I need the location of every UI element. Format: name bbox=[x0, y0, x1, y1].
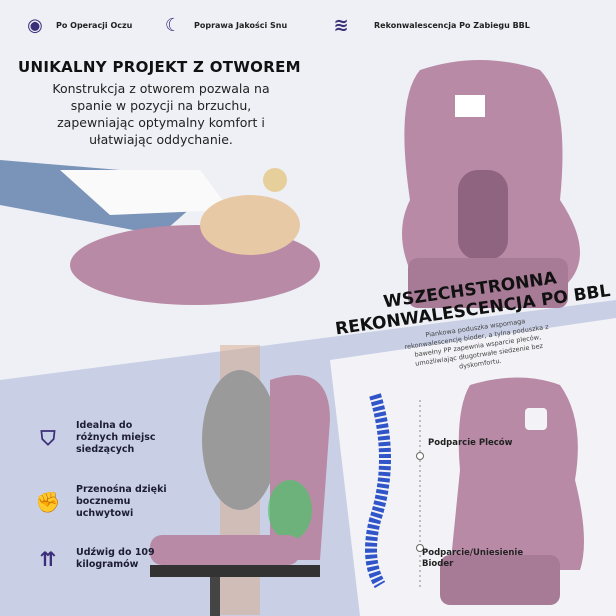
seat-pillow bbox=[150, 535, 300, 565]
hips-icon: ⛉ bbox=[40, 426, 56, 450]
hero-title: UNIKALNY PROJEKT Z OTWOREM bbox=[18, 58, 301, 76]
callout-hips: Podparcie/Uniesienie Bioder bbox=[422, 548, 524, 569]
load-capacity-icon: ⇈ bbox=[39, 547, 57, 571]
feature-sleep: ☾ Poprawa Jakości Snu bbox=[160, 14, 287, 36]
side-feature-seating: ⛉ Idealna do różnych miejsc siedzących bbox=[34, 420, 176, 456]
callout-dot-back bbox=[416, 452, 424, 460]
spine-illustration bbox=[365, 393, 391, 589]
side-feature-portable: ✊ Przenośna dzięki bocznemu uchwytowi bbox=[35, 484, 167, 519]
side-feature-capacity: ⇈ Udźwig do 109 kilogramów bbox=[34, 545, 156, 573]
feature-bbl: ≋ Rekonwalescencja Po Zabiegu BBL bbox=[328, 14, 529, 36]
waves-icon: ≋ bbox=[333, 14, 349, 36]
pillow-product-bottom bbox=[450, 377, 584, 570]
feature-eye-surgery: ◉ Po Operacji Oczu bbox=[22, 14, 132, 36]
hero-text: Konstrukcja z otworem pozwala na spanie … bbox=[52, 81, 270, 147]
eye-icon: ◉ bbox=[27, 14, 43, 36]
callout-dot-hips bbox=[416, 544, 424, 552]
sleep-icon: ☾ bbox=[164, 14, 182, 36]
callout-back: Podparcie Pleców bbox=[428, 438, 513, 448]
person-sitting bbox=[202, 370, 278, 510]
hand-grip-icon: ✊ bbox=[35, 490, 61, 514]
